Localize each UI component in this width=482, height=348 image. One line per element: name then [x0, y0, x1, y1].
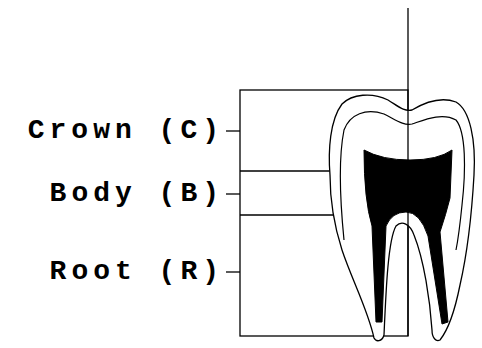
region-label: Root (R)	[50, 258, 224, 286]
region-label: Crown (C)	[28, 117, 224, 145]
tick-mark	[226, 130, 240, 131]
crown-body-boundary	[240, 170, 334, 171]
tick-mark	[226, 193, 240, 194]
tooth-outline	[329, 95, 474, 341]
axis-line	[407, 8, 408, 336]
region-label: Body (B)	[50, 180, 224, 208]
tick-mark	[226, 271, 240, 272]
